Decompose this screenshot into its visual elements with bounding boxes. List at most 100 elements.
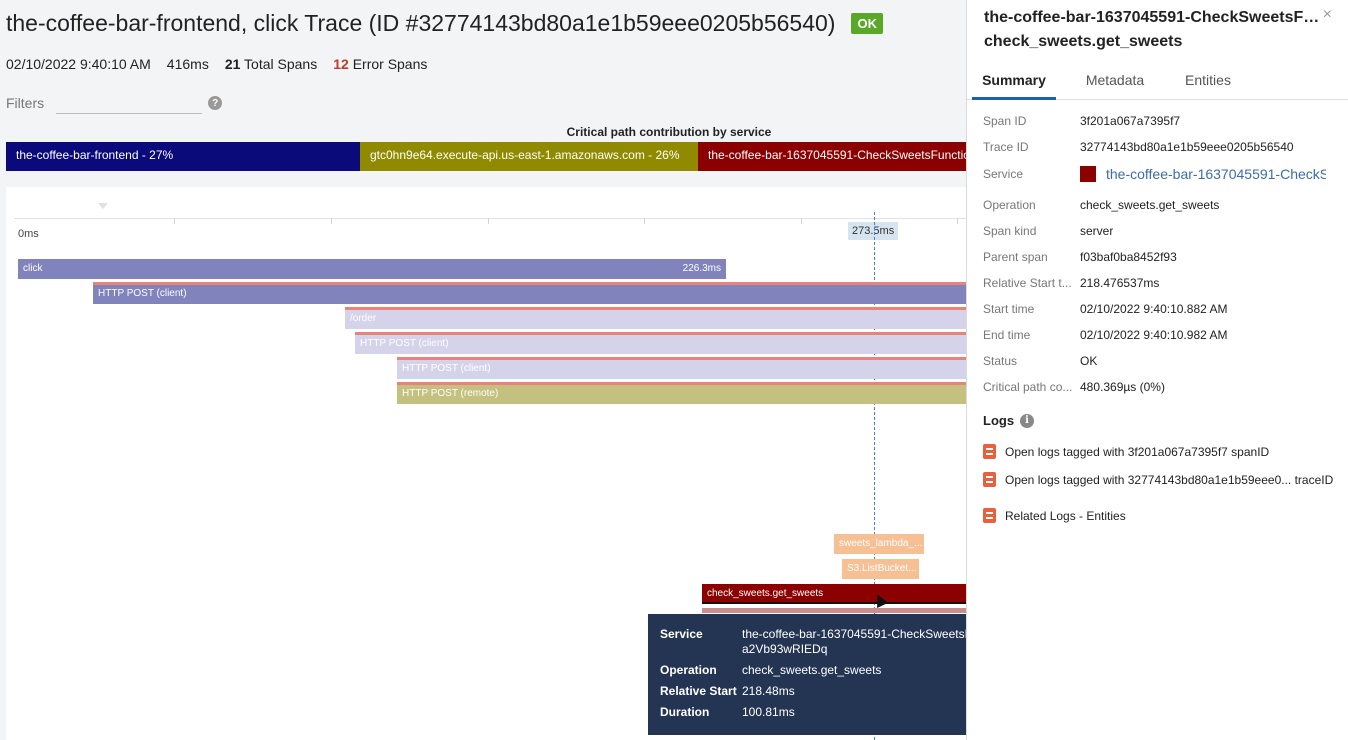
critical-path-segment-check-sweets[interactable]: the-coffee-bar-1637045591-CheckSweetsFun… bbox=[698, 142, 966, 171]
log-link-label: Open logs tagged with 3f201a067a7395f7 s… bbox=[1005, 444, 1270, 459]
filters-input[interactable] bbox=[56, 92, 203, 114]
field-operation: Operation check_sweets.get_sweets bbox=[983, 198, 1343, 212]
field-span-kind: Span kind server bbox=[983, 224, 1343, 238]
span-order[interactable]: /order bbox=[345, 307, 966, 329]
field-value[interactable]: 3f201a067a7395f7 bbox=[1080, 114, 1181, 128]
tooltip-duration-row: Duration 100.81ms bbox=[660, 705, 966, 720]
ruler-tick bbox=[174, 218, 175, 224]
span-check-sweets-get-sweets[interactable]: check_sweets.get_sweets bbox=[702, 584, 966, 604]
span-http-post-remote[interactable]: HTTP POST (remote) bbox=[397, 382, 966, 404]
trace-duration: 416ms bbox=[166, 56, 209, 72]
tooltip-service-row: Service the-coffee-bar-1637045591-CheckS… bbox=[660, 627, 966, 657]
logs-heading: Logs i bbox=[983, 413, 1035, 428]
ruler-tick bbox=[957, 218, 958, 224]
span-sweets-lambda[interactable]: sweets_lambda_... bbox=[834, 534, 924, 554]
panel-title-operation: check_sweets.get_sweets bbox=[984, 33, 1183, 50]
error-spans-label: Error Spans bbox=[352, 56, 428, 72]
span-http-post-client[interactable]: HTTP POST (client) bbox=[397, 357, 966, 379]
field-service: Service the-coffee-bar-1637045591-CheckS… bbox=[983, 166, 1343, 182]
field-start-time: Start time 02/10/2022 9:40:10.882 AM bbox=[983, 302, 1343, 316]
log-link-entities[interactable]: Related Logs - Entities bbox=[983, 508, 1343, 523]
logs-title: Logs bbox=[983, 413, 1015, 428]
panel-title-service: the-coffee-bar-1637045591-CheckSweetsFu.… bbox=[984, 9, 1324, 26]
ruler-start-label: 0ms bbox=[18, 228, 39, 240]
field-value[interactable]: 32774143bd80a1e1b59eee0205b56540 bbox=[1080, 140, 1294, 154]
cursor-line bbox=[874, 212, 875, 740]
tab-summary[interactable]: Summary bbox=[972, 64, 1056, 100]
field-key: Parent span bbox=[983, 250, 1048, 264]
field-value[interactable]: 02/10/2022 9:40:10.982 AM bbox=[1080, 328, 1228, 342]
span-timeline: 0ms 273.5ms click 226.3ms HTTP POST (cli… bbox=[6, 187, 966, 740]
service-link[interactable]: the-coffee-bar-1637045591-CheckSweetsFun… bbox=[1106, 166, 1326, 182]
error-spans: 12 Error Spans bbox=[333, 56, 427, 72]
info-icon[interactable]: i bbox=[1020, 413, 1035, 428]
tooltip-key: Duration bbox=[660, 705, 710, 719]
tooltip-key: Relative Start bbox=[660, 684, 737, 698]
span-label: /order bbox=[350, 313, 377, 324]
field-value[interactable]: 480.369µs (0%) bbox=[1080, 380, 1165, 394]
close-icon[interactable]: × bbox=[1322, 6, 1332, 23]
span-label: check_sweets.get_sweets bbox=[707, 588, 824, 599]
ruler-caret-icon[interactable] bbox=[98, 203, 108, 209]
span-label: HTTP POST (client) bbox=[360, 338, 449, 349]
trace-summary: 02/10/2022 9:40:10 AM 416ms 21 Total Spa… bbox=[6, 56, 427, 72]
field-key: Relative Start t... bbox=[983, 276, 1072, 290]
tab-metadata[interactable]: Metadata bbox=[1085, 72, 1145, 88]
ruler-tick bbox=[331, 218, 332, 224]
field-key: End time bbox=[983, 328, 1031, 342]
span-http-post-client[interactable]: HTTP POST (client) bbox=[93, 282, 966, 304]
field-status: Status OK bbox=[983, 354, 1343, 368]
span-duration: 226.3ms bbox=[682, 263, 721, 274]
log-link-span[interactable]: Open logs tagged with 3f201a067a7395f7 s… bbox=[983, 444, 1343, 459]
span-tooltip: Service the-coffee-bar-1637045591-CheckS… bbox=[648, 614, 966, 735]
ruler-tick bbox=[644, 218, 645, 224]
field-value[interactable]: f03baf0ba8452f93 bbox=[1080, 250, 1177, 264]
document-icon bbox=[983, 508, 996, 523]
field-critical-path: Critical path co... 480.369µs (0%) bbox=[983, 380, 1343, 394]
panel-tabs: Summary Metadata Entities bbox=[967, 64, 1348, 100]
trace-view: the-coffee-bar-frontend, click Trace (ID… bbox=[6, 10, 966, 740]
span-label: HTTP POST (client) bbox=[98, 288, 187, 299]
panel-title: the-coffee-bar-1637045591-CheckSweetsFu.… bbox=[984, 6, 1324, 54]
tooltip-key: Service bbox=[660, 627, 703, 641]
title-row: the-coffee-bar-frontend, click Trace (ID… bbox=[6, 10, 883, 37]
help-icon[interactable]: ? bbox=[208, 96, 223, 110]
tab-entities[interactable]: Entities bbox=[1185, 72, 1231, 88]
status-badge: OK bbox=[851, 13, 883, 34]
field-key: Span kind bbox=[983, 224, 1037, 238]
field-value[interactable]: 02/10/2022 9:40:10.882 AM bbox=[1080, 302, 1228, 316]
document-icon bbox=[983, 444, 996, 459]
span-details-panel: the-coffee-bar-1637045591-CheckSweetsFu.… bbox=[966, 0, 1348, 740]
filters: Filters ? bbox=[6, 92, 223, 114]
field-key: Status bbox=[983, 354, 1018, 368]
service-color-swatch bbox=[1080, 166, 1096, 182]
log-link-trace[interactable]: Open logs tagged with 32774143bd80a1e1b5… bbox=[983, 472, 1343, 487]
ruler-tick bbox=[488, 218, 489, 224]
time-ruler bbox=[14, 218, 966, 219]
field-value[interactable]: 218.476537ms bbox=[1080, 276, 1160, 290]
span-click[interactable]: click 226.3ms bbox=[18, 259, 726, 279]
document-icon bbox=[983, 472, 996, 487]
field-value[interactable]: OK bbox=[1080, 354, 1098, 368]
critical-path-segment-api-gateway[interactable]: gtc0hn9e64.execute-api.us-east-1.amazona… bbox=[360, 142, 698, 171]
span-child-bar[interactable] bbox=[702, 608, 966, 613]
field-key: Span ID bbox=[983, 114, 1027, 128]
log-link-label: Related Logs - Entities bbox=[1005, 508, 1126, 523]
critical-path-bar: the-coffee-bar-frontend - 27% gtc0hn9e64… bbox=[6, 142, 966, 171]
critical-path-segment-frontend[interactable]: the-coffee-bar-frontend - 27% bbox=[6, 142, 360, 171]
field-parent-span: Parent span f03baf0ba8452f93 bbox=[983, 250, 1343, 264]
field-span-id: Span ID 3f201a067a7395f7 bbox=[983, 114, 1343, 128]
span-label: HTTP POST (remote) bbox=[402, 388, 499, 399]
cursor-time-label: 273.5ms bbox=[848, 222, 899, 240]
tooltip-value: check_sweets.get_sweets bbox=[742, 663, 882, 677]
field-value[interactable]: check_sweets.get_sweets bbox=[1080, 198, 1220, 212]
field-key: Critical path co... bbox=[983, 380, 1073, 394]
tooltip-key: Operation bbox=[660, 663, 717, 677]
total-spans-count: 21 bbox=[224, 56, 241, 72]
trace-datetime: 02/10/2022 9:40:10 AM bbox=[6, 56, 151, 72]
tooltip-operation-row: Operation check_sweets.get_sweets bbox=[660, 663, 966, 678]
field-value[interactable]: server bbox=[1080, 224, 1114, 238]
span-http-post-client[interactable]: HTTP POST (client) bbox=[355, 332, 966, 354]
span-label: click bbox=[23, 263, 43, 274]
span-s3-listbucket[interactable]: S3.ListBucket... bbox=[842, 559, 919, 579]
